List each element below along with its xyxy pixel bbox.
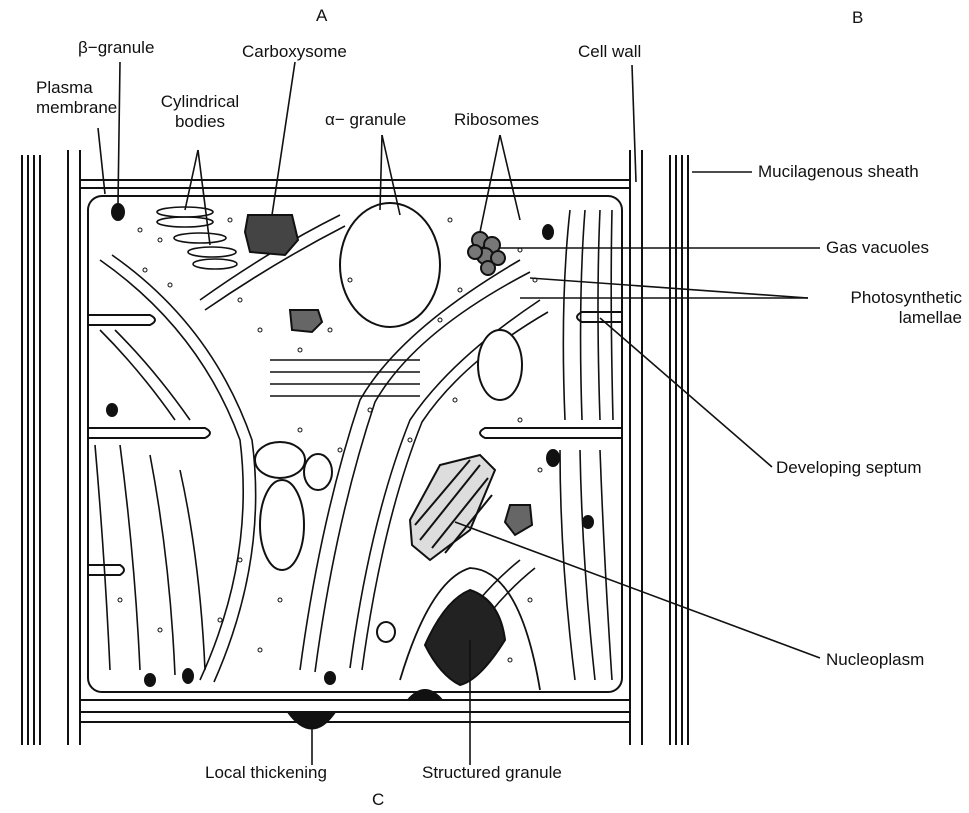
label-local-thickening: Local thickening <box>205 763 327 783</box>
label-structured-granule: Structured granule <box>422 763 562 783</box>
label-mucilagenous-sheath: Mucilagenous sheath <box>758 162 919 182</box>
structured-granule <box>425 590 505 685</box>
sheath-right <box>670 155 688 745</box>
label-plasma-membrane: Plasma membrane <box>36 78 136 118</box>
label-alpha-granule: α− granule <box>325 110 406 130</box>
letter-c: C <box>372 790 384 810</box>
alpha-granule-sac <box>340 203 440 327</box>
label-gas-vacuoles: Gas vacuoles <box>826 238 929 258</box>
label-photosynthetic-lamellae: Photosynthetic lamellae <box>812 288 962 328</box>
label-cell-wall: Cell wall <box>578 42 641 62</box>
label-carboxysome: Carboxysome <box>242 42 347 62</box>
septum-right-upper <box>577 312 622 322</box>
carboxysome <box>245 215 322 332</box>
septum-left-low <box>88 565 124 575</box>
letter-b: B <box>852 8 863 28</box>
nucleoplasm-body <box>410 455 495 560</box>
label-cylindrical-bodies: Cylindrical bodies <box>150 92 250 132</box>
sheath-left <box>22 155 40 745</box>
lamellae <box>95 210 613 682</box>
septum-left-mid <box>88 428 210 438</box>
label-developing-septum: Developing septum <box>776 458 922 478</box>
septum-right <box>480 428 622 438</box>
septum-left-upper <box>88 315 155 325</box>
label-beta-granule: β−granule <box>78 38 154 58</box>
plasma-membrane <box>88 196 622 692</box>
cell-wall <box>68 150 642 745</box>
label-nucleoplasm: Nucleoplasm <box>826 650 924 670</box>
label-ribosomes: Ribosomes <box>454 110 539 130</box>
cylindrical-bodies <box>157 207 237 269</box>
letter-a: A <box>316 6 327 26</box>
